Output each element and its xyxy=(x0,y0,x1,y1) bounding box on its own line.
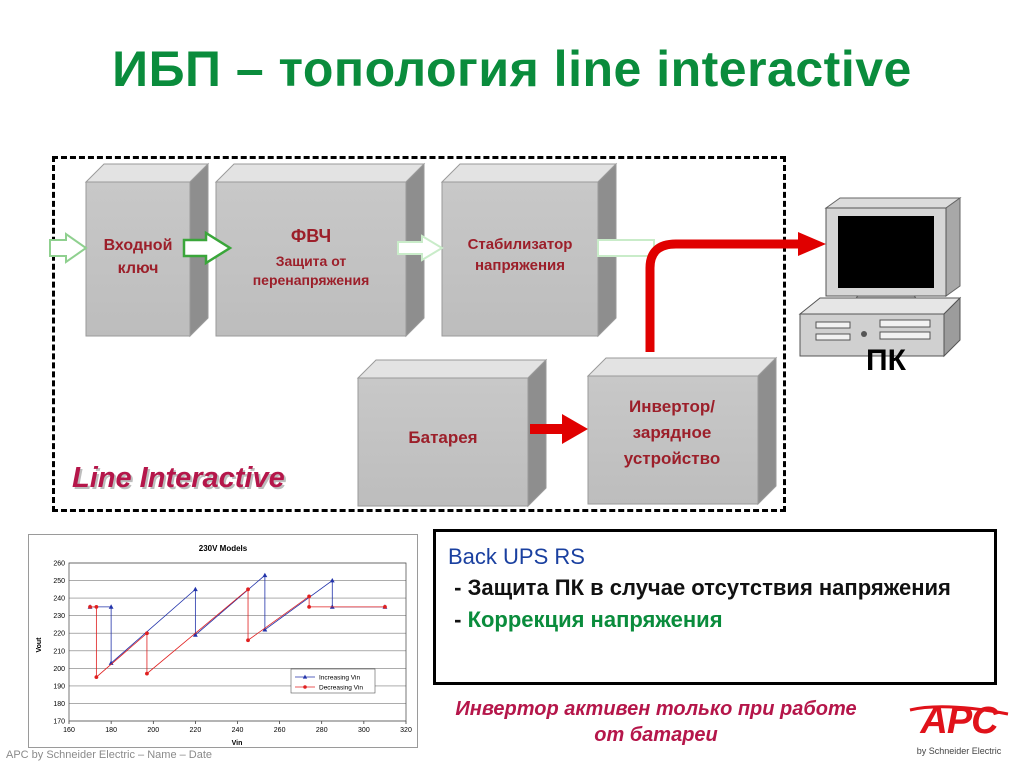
topology-frame xyxy=(52,156,786,512)
footer-text: APC by Schneider Electric – Name – Date xyxy=(6,749,213,761)
chart-legend-label: Decreasing Vin xyxy=(319,684,363,691)
chart-point xyxy=(145,631,149,636)
chart-x-label: Vin xyxy=(232,740,243,747)
chart-container: 230V Models 170 180 190 200 210 220 230 240 250 2… xyxy=(28,534,418,748)
info-line-correction: - Коррекция напряжения xyxy=(448,604,982,636)
chart-x-tick-label: 180 xyxy=(105,727,117,734)
fvch-label: ФВЧ xyxy=(290,226,332,246)
apc-logo: APC xyxy=(920,700,998,742)
chart-point xyxy=(88,604,92,609)
fvch-sublabel: Защита от перенапряжения xyxy=(252,253,370,288)
block-battery xyxy=(356,358,548,508)
chart-y-tick-label: 170 xyxy=(53,719,65,726)
chart-point xyxy=(246,638,250,643)
green-arrow-stab-out xyxy=(597,239,655,257)
chart-point xyxy=(192,586,198,592)
red-arrow-battery-to-inverter xyxy=(530,414,588,444)
chart-y-label: Vout xyxy=(36,637,43,653)
chart-legend-marker xyxy=(303,685,307,689)
page-title: ИБП – топология line interactive xyxy=(112,41,912,97)
info-line-protection: - Защита ПК в случае отсутствия напряжен… xyxy=(448,572,982,604)
inverter-note: Инвертор активен только при работе от ба… xyxy=(455,698,857,746)
chart-y-tick-label: 240 xyxy=(53,596,65,603)
info-correction-text: Коррекция напряжения xyxy=(467,607,723,632)
computer-icon xyxy=(798,197,962,358)
chart-y-tick-label: 250 xyxy=(53,578,65,585)
chart-point xyxy=(329,577,335,583)
chart-legend-label: Increasing Vin xyxy=(319,674,360,681)
chart-y-tick-label: 230 xyxy=(53,613,65,620)
vout-vin-chart: 230V Models 170 180 190 200 210 220 230 240 250 2… xyxy=(36,544,412,747)
chart-y-tick-label: 190 xyxy=(53,683,65,690)
chart-x-tick-label: 160 xyxy=(63,727,75,734)
info-heading: Back UPS RS xyxy=(448,544,585,569)
chart-legend-box xyxy=(290,668,376,694)
pc-label: ПК xyxy=(866,344,906,377)
chart-series-line xyxy=(90,588,385,678)
input-key-label: Входной ключ xyxy=(103,237,173,277)
green-arrow-input xyxy=(49,232,88,264)
chart-point xyxy=(145,671,149,676)
apc-tagline: by Schneider Electric xyxy=(916,746,1002,756)
info-dash: - xyxy=(448,607,468,632)
chart-y-tick-label: 220 xyxy=(53,631,65,638)
chart-point xyxy=(262,627,268,632)
red-arrow-output xyxy=(645,232,826,352)
chart-point xyxy=(262,572,268,578)
chart-x-tick-label: 240 xyxy=(232,727,244,734)
block-input-key xyxy=(84,162,210,338)
chart-point xyxy=(108,604,114,609)
chart-y-tick-label: 180 xyxy=(53,701,65,708)
block-inverter xyxy=(586,356,778,506)
chart-x-tick-label: 200 xyxy=(147,727,159,734)
block-fvch xyxy=(214,162,426,338)
inverter-label: Инвертор/ зарядное устройство xyxy=(623,397,721,468)
chart-y-tick-label: 200 xyxy=(53,666,65,673)
green-arrow-key-to-fvch xyxy=(182,230,233,266)
chart-series-line xyxy=(90,574,385,664)
battery-label: Батарея xyxy=(408,428,478,447)
chart-x-tick-label: 220 xyxy=(190,727,202,734)
chart-x-tick-label: 260 xyxy=(274,727,286,734)
chart-point xyxy=(307,594,312,599)
green-arrow-fvch-to-stab xyxy=(397,234,444,262)
chart-y-tick-label: 260 xyxy=(53,561,65,568)
chart-point xyxy=(94,604,99,609)
chart-y-tick-label: 210 xyxy=(53,648,65,655)
topology-label: Line Interactive xyxy=(72,462,285,494)
chart-x-tick-label: 300 xyxy=(358,727,370,734)
chart-legend-marker xyxy=(302,674,308,679)
chart-point xyxy=(192,632,198,637)
chart-x-tick-label: 280 xyxy=(316,727,328,734)
apc-logo-graphic xyxy=(909,705,1009,716)
info-dash: - xyxy=(448,575,468,600)
info-protection-text: Защита ПК в случае отсутствия напряжения xyxy=(467,575,951,600)
chart-point xyxy=(94,675,99,680)
chart-plot-area xyxy=(68,562,407,722)
chart-point xyxy=(307,604,312,609)
chart-x-tick-label: 320 xyxy=(400,727,412,734)
info-box: Back UPS RS - Защита ПК в случае отсутст… xyxy=(433,529,997,685)
chart-point xyxy=(246,587,250,592)
chart-point xyxy=(383,604,387,609)
chart-title: 230V Models xyxy=(199,544,248,553)
stabilizer-label: Стабилизатор напряжения xyxy=(467,236,573,274)
